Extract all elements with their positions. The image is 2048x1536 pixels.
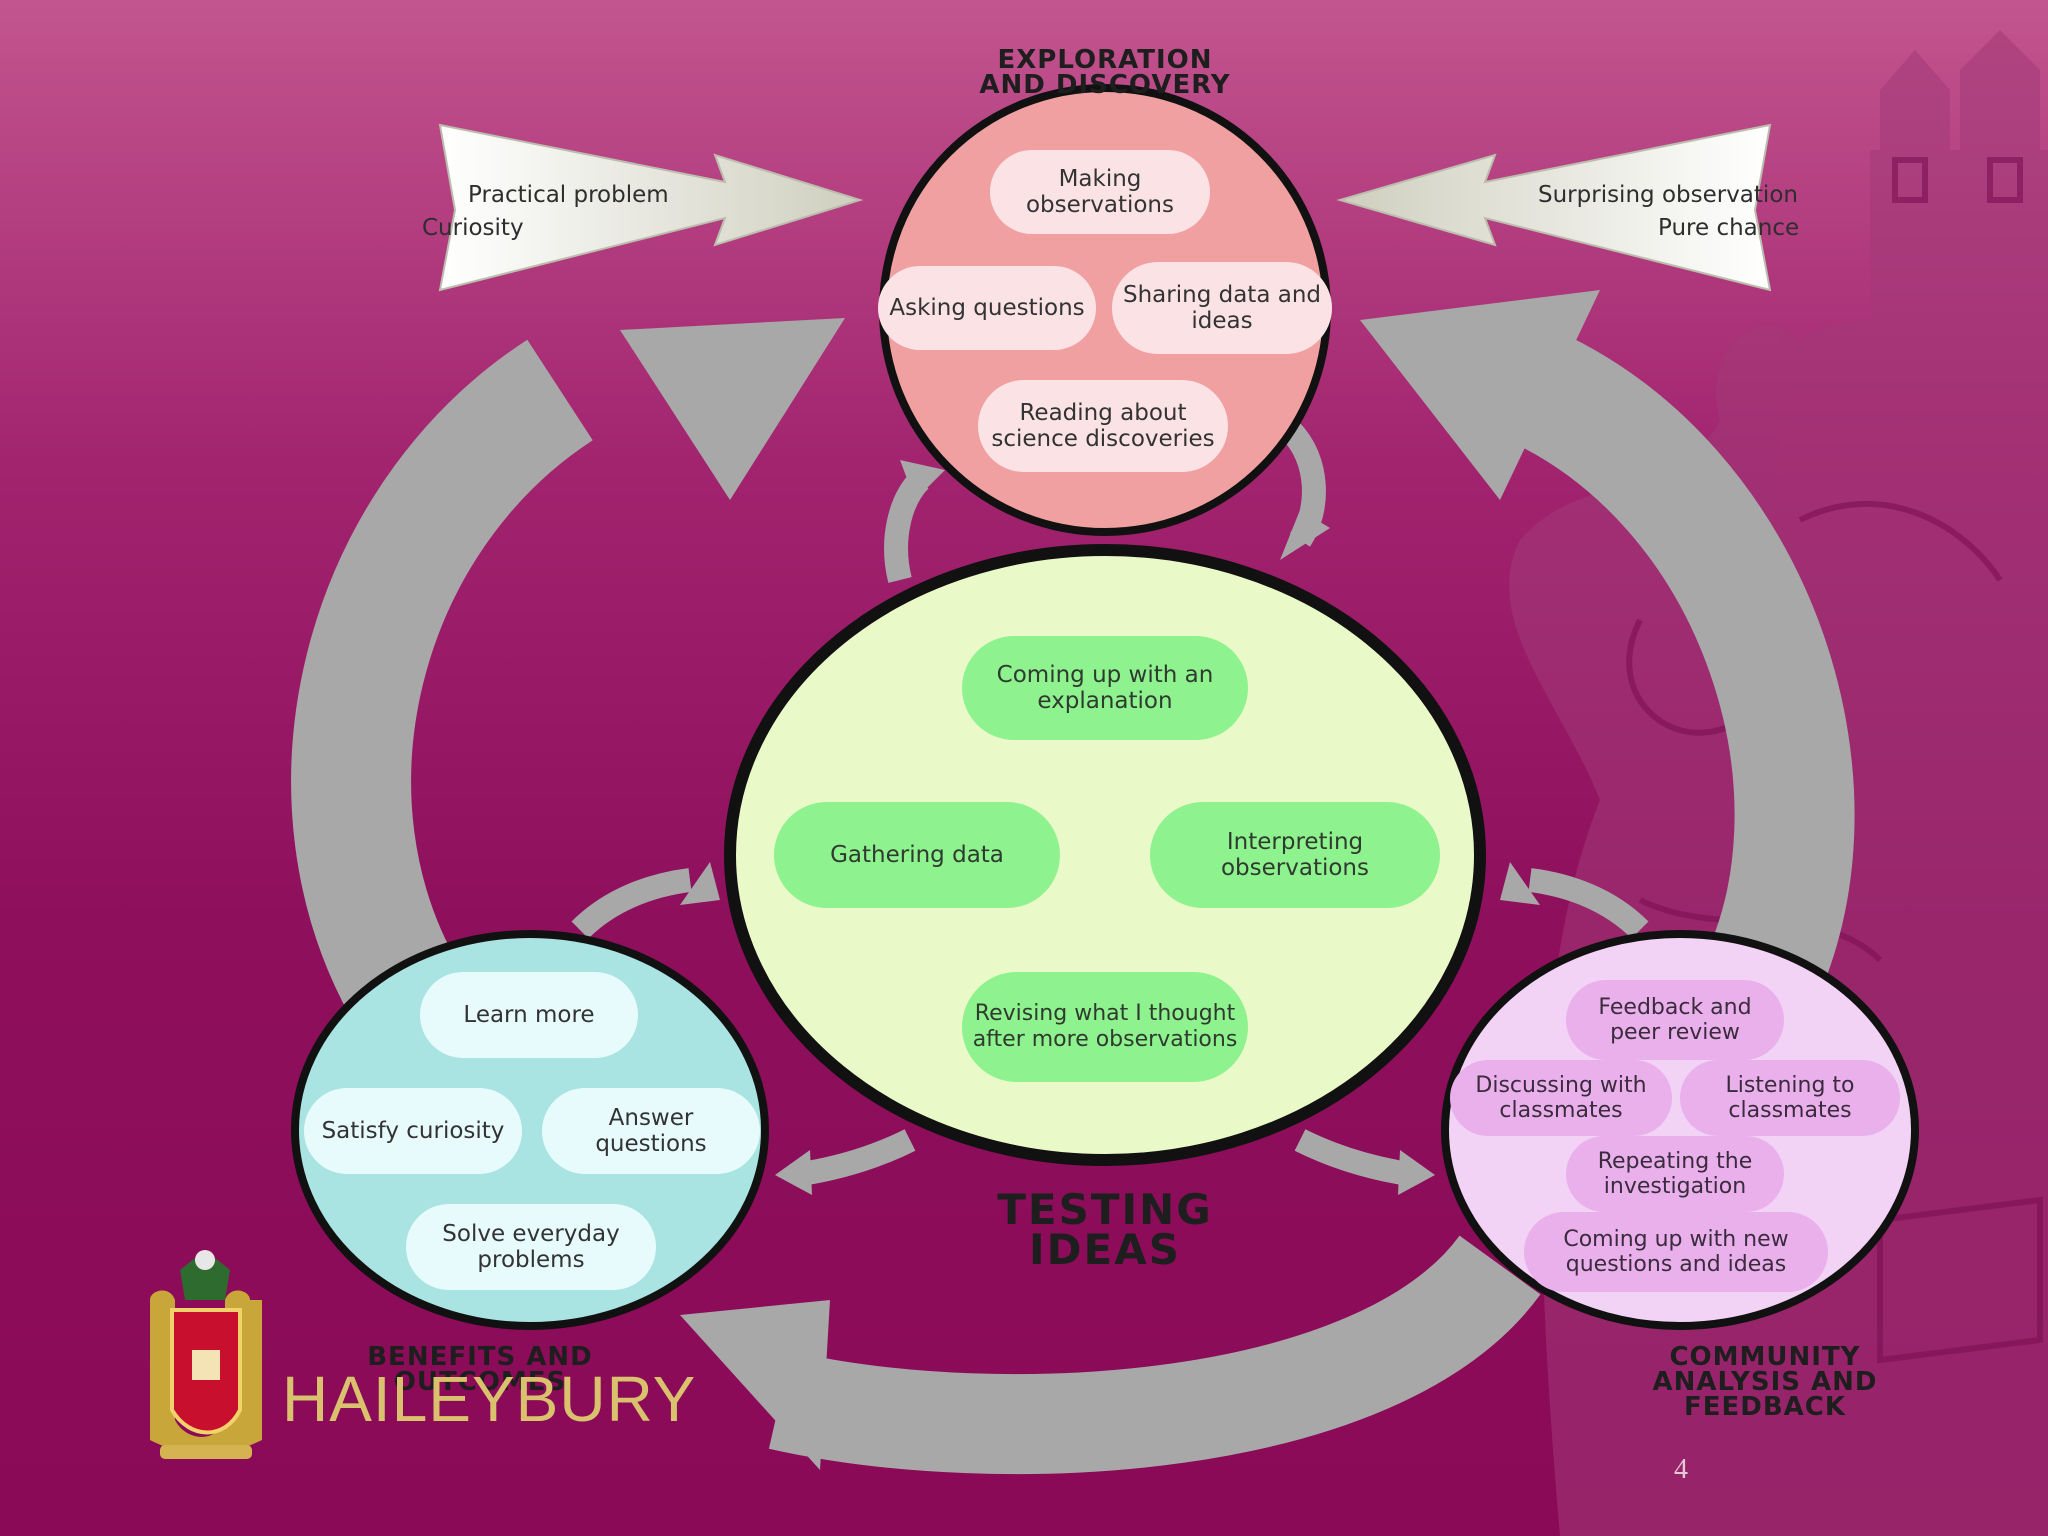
castle-watermark-detail [1626,157,2043,1364]
curiosity-label: Curiosity [422,215,524,241]
answer-questions-item: Answer questions [542,1088,760,1174]
benefits-heading: BENEFITS AND OUTCOMES [300,1342,660,1397]
connector-arrows [571,421,1649,1195]
loop-arrow-right [1360,290,1855,1029]
asking-questions-item: Asking questions [878,266,1096,350]
testing-heading-line2: IDEAS [1029,1225,1181,1274]
new-questions-item: Coming up with new questions and ideas [1524,1212,1828,1292]
discussing-classmates-item: Discussing with classmates [1450,1060,1672,1136]
haileybury-crest-logo [150,1250,262,1459]
pure-chance-label: Pure chance [1658,215,1800,241]
revising-item: Revising what I thought after more obser… [962,972,1248,1082]
community-heading-line1: COMMUNITY [1669,1342,1861,1372]
gathering-data-item: Gathering data [774,802,1060,908]
reading-discoveries-item: Reading about science discoveries [978,380,1228,472]
repeating-investigation-item: Repeating the investigation [1566,1136,1784,1212]
surprising-observation-label: Surprising observation [1538,182,1798,208]
practical-problem-label: Practical problem [468,182,669,208]
exploration-heading: EXPLORATION AND DISCOVERY [905,45,1305,100]
benefits-heading-line1: BENEFITS AND [367,1342,593,1372]
fan-arrow-left [438,123,864,292]
community-heading-line2: ANALYSIS AND [1652,1367,1878,1397]
making-observations-item: Making observations [990,150,1210,234]
testing-heading-line1: TESTING [997,1185,1213,1234]
solve-everyday-problems-item: Solve everyday problems [406,1204,656,1290]
feedback-peer-review-item: Feedback and peer review [1566,980,1784,1060]
exploration-heading-line2: AND DISCOVERY [979,70,1231,100]
learn-more-item: Learn more [420,972,638,1058]
testing-circle [724,544,1486,1166]
exploration-heading-line1: EXPLORATION [997,45,1213,75]
coming-up-explanation-item: Coming up with an explanation [962,636,1248,740]
community-heading-line3: FEEDBACK [1683,1392,1847,1422]
listening-classmates-item: Listening to classmates [1680,1060,1900,1136]
community-heading: COMMUNITY ANALYSIS AND FEEDBACK [1570,1342,1960,1422]
loop-arrow-left [291,318,845,1031]
interpreting-observations-item: Interpreting observations [1150,802,1440,908]
satisfy-curiosity-item: Satisfy curiosity [304,1088,522,1174]
page-number: 4 [1674,1454,1688,1485]
testing-heading: TESTING IDEAS [925,1185,1285,1274]
loop-arrow-bottom [680,1234,1541,1475]
sharing-data-item: Sharing data and ideas [1112,262,1332,354]
benefits-heading-line2: OUTCOMES [393,1367,567,1397]
fan-arrow-right [1336,123,1772,292]
brand-name: HAILEYBURY [282,1363,697,1435]
